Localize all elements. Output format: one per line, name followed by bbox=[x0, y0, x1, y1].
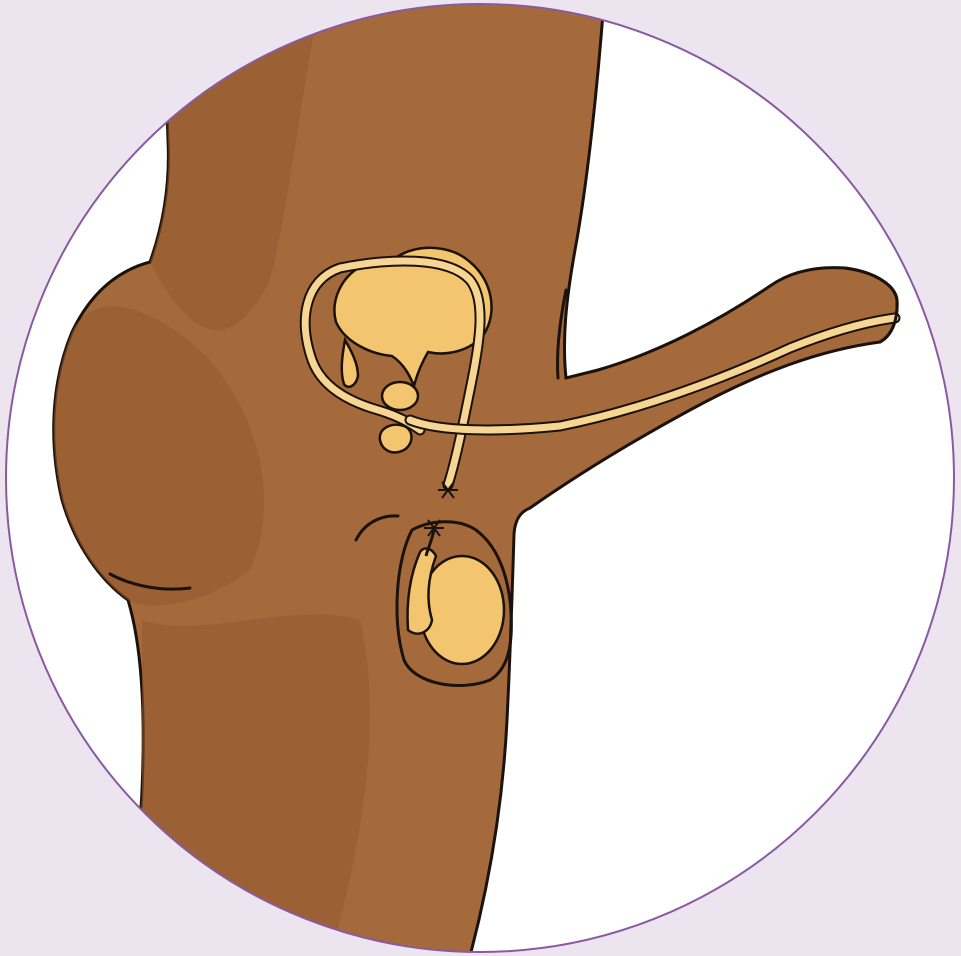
prostate bbox=[382, 382, 418, 410]
bulbourethral-gland bbox=[380, 425, 412, 453]
shading-thigh bbox=[120, 614, 370, 956]
testis bbox=[420, 556, 504, 664]
